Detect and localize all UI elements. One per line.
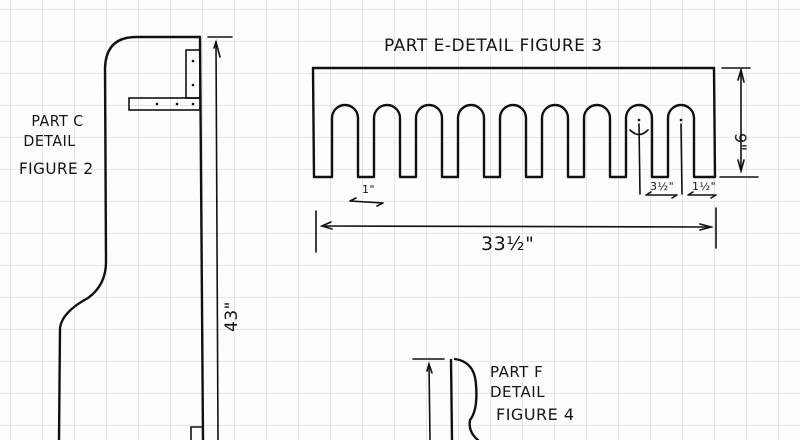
part-c-label: PART C bbox=[31, 112, 84, 130]
edge-margin-dimension: 1½" bbox=[692, 180, 717, 193]
part-f-outline bbox=[412, 357, 480, 440]
part-c-height-dimension-text: 43" bbox=[222, 301, 242, 332]
part-f-label: PART F bbox=[490, 363, 544, 381]
part-c-height-dimension bbox=[207, 36, 233, 440]
part-e-dimensions bbox=[315, 66, 759, 253]
figure-4-label: FIGURE 4 bbox=[496, 405, 575, 424]
figure-3-title: PART E-DETAIL FIGURE 3 bbox=[384, 36, 603, 56]
part-e-comb bbox=[311, 66, 717, 195]
part-c-outline bbox=[57, 35, 205, 440]
finger-spacing-dimension: 3½" bbox=[650, 180, 675, 193]
bracket-vertical bbox=[185, 49, 201, 99]
bracket-horizontal bbox=[128, 97, 201, 111]
part-f-detail-label: DETAIL bbox=[490, 383, 546, 401]
figure-2-label: FIGURE 2 bbox=[18, 159, 94, 178]
overall-width-dimension: 33½" bbox=[481, 233, 535, 255]
slot-width-dimension: 1" bbox=[362, 183, 376, 196]
part-c-detail-label: DETAIL bbox=[23, 132, 76, 150]
overall-height-dimension: 9" bbox=[731, 133, 750, 152]
